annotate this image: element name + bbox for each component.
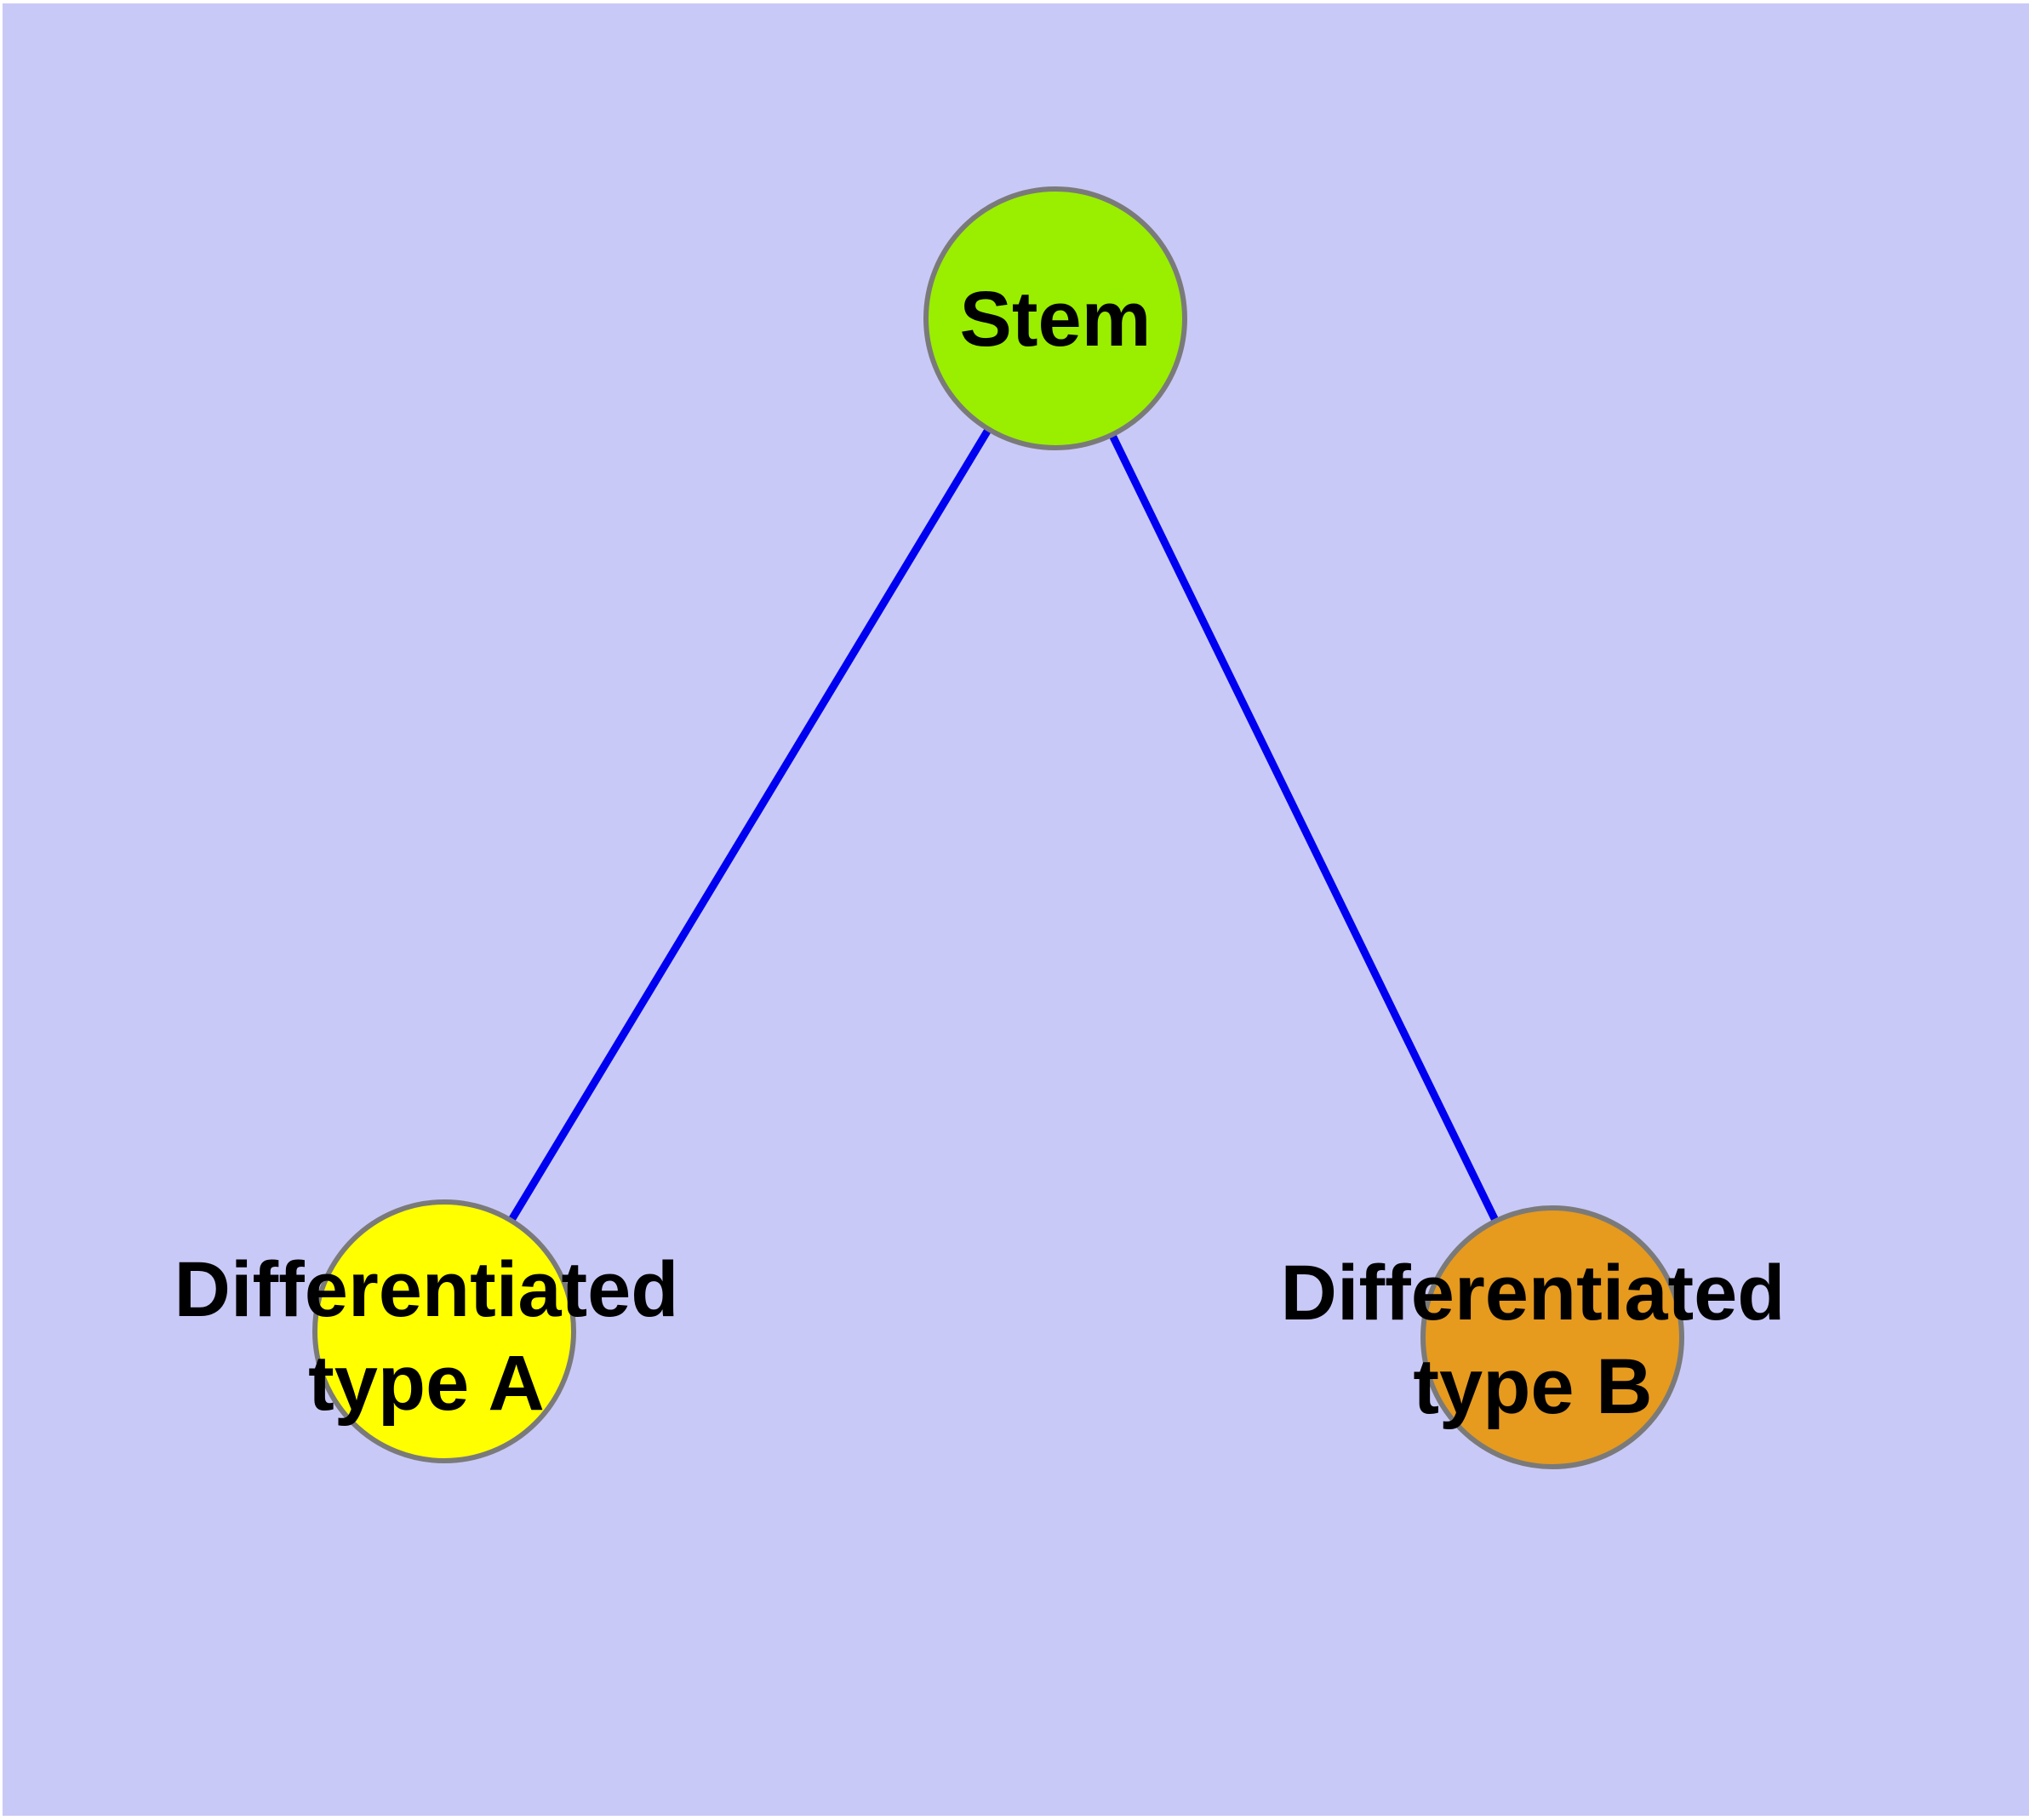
type-a-node <box>312 1199 576 1463</box>
stem-node-label: Stem <box>960 276 1152 363</box>
type-b-node-label-line-1: Differentiated <box>1281 1250 1786 1336</box>
type-a-node-label-line-2: type A <box>308 1340 545 1427</box>
edge-stem-to-type-b <box>1051 317 1557 1339</box>
type-b-node-label-line-2: type B <box>1413 1343 1652 1430</box>
edge-stem-to-type-a <box>441 316 1059 1334</box>
type-a-node-label-line-1: Differentiated <box>174 1246 679 1333</box>
type-b-node <box>1420 1205 1684 1469</box>
stem-node <box>923 186 1187 450</box>
